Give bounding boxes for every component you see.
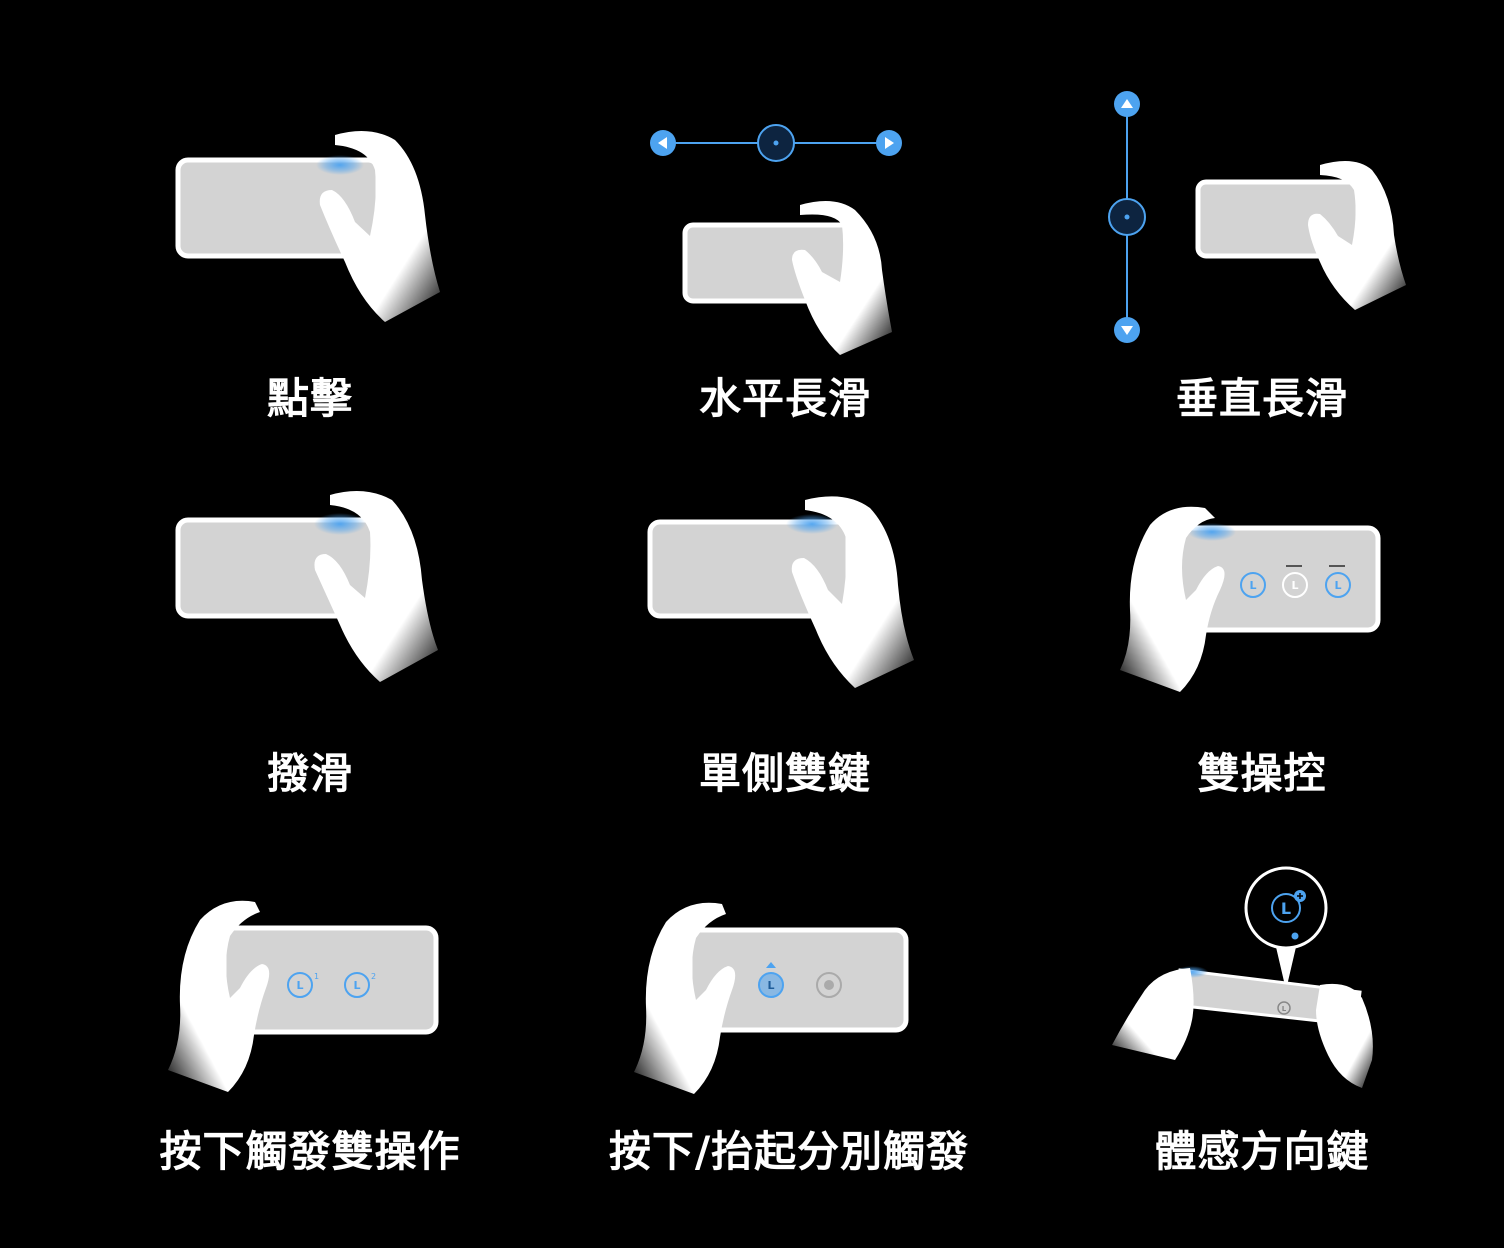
press-release-illustration: L [634, 902, 909, 1094]
motion-key-illustration: L L [1112, 866, 1373, 1088]
vertical-swipe-illustration [1108, 91, 1406, 343]
gesture-label: 垂直長滑 [1175, 374, 1349, 423]
indicator-dot [1291, 932, 1299, 940]
gesture-label: 體感方向鍵 [1154, 1127, 1370, 1176]
button-letter: L [1334, 579, 1341, 592]
button-l-zoomed [1271, 893, 1301, 923]
tap-illustration [175, 131, 440, 322]
tap-glow [316, 155, 364, 175]
edge-glow [786, 514, 838, 534]
gesture-label: 按下觸發雙操作 [159, 1127, 461, 1176]
gesture-label: 點擊 [266, 374, 354, 423]
right-hand [1316, 983, 1373, 1088]
gesture-label: 單側雙鍵 [698, 749, 872, 798]
gesture-flick: 撥滑 [0, 420, 500, 820]
button-letter: L [1249, 579, 1256, 592]
flick-illustration [175, 491, 438, 682]
callout-pointer [1276, 947, 1296, 990]
gesture-horizontal-long-swipe: 水平長滑 [500, 0, 1020, 423]
button-l-1: L1 [287, 972, 319, 998]
hand [1308, 161, 1406, 310]
gesture-press-release-separate: L 按下/抬起分別觸發 [500, 820, 1020, 1248]
button-letter: L [353, 979, 360, 992]
left-hand [1112, 968, 1194, 1060]
dual-control-illustration: L L L [1120, 506, 1381, 692]
gesture-tap: 點擊 [0, 0, 500, 423]
gesture-label: 撥滑 [266, 749, 354, 798]
hand [792, 201, 892, 355]
button-letter: L [1281, 899, 1291, 918]
gesture-single-side-dual-key: 單側雙鍵 [500, 420, 1020, 820]
button-l-small: L [1277, 1001, 1291, 1015]
button-l-2: L2 [344, 972, 376, 998]
button-letter: L [1291, 579, 1298, 592]
button-letter: L [296, 979, 303, 992]
gesture-label: 雙操控 [1197, 749, 1327, 798]
edge-glow [1188, 523, 1236, 541]
button-release-icon [816, 972, 842, 998]
press-dual-illustration: L1 L2 [168, 900, 439, 1092]
hand [791, 496, 914, 688]
button-l-right: L [1325, 565, 1351, 598]
hand [168, 900, 270, 1092]
button-l-left: L [1240, 572, 1266, 598]
gesture-dual-control: L L L 雙操控 [1020, 420, 1504, 820]
hand [634, 902, 736, 1094]
single-side-illustration [647, 496, 914, 688]
button-superscript: 1 [314, 972, 319, 981]
hand [314, 491, 438, 682]
horizontal-swipe-illustration [650, 124, 902, 355]
button-l-press: L [758, 962, 784, 998]
flick-glow [314, 513, 366, 535]
gesture-label: 水平長滑 [698, 374, 872, 423]
button-superscript: 2 [371, 972, 376, 981]
button-letter: L [767, 979, 774, 992]
hand [1120, 506, 1225, 692]
gesture-motion-direction-key: L L 體感方向鍵 [1020, 820, 1504, 1248]
button-letter: L [1282, 1005, 1287, 1013]
gesture-label: 按下/抬起分別觸發 [608, 1127, 970, 1176]
gesture-vertical-long-swipe: 垂直長滑 [1020, 0, 1504, 423]
button-l-middle: L [1282, 565, 1308, 598]
hand [319, 131, 440, 322]
